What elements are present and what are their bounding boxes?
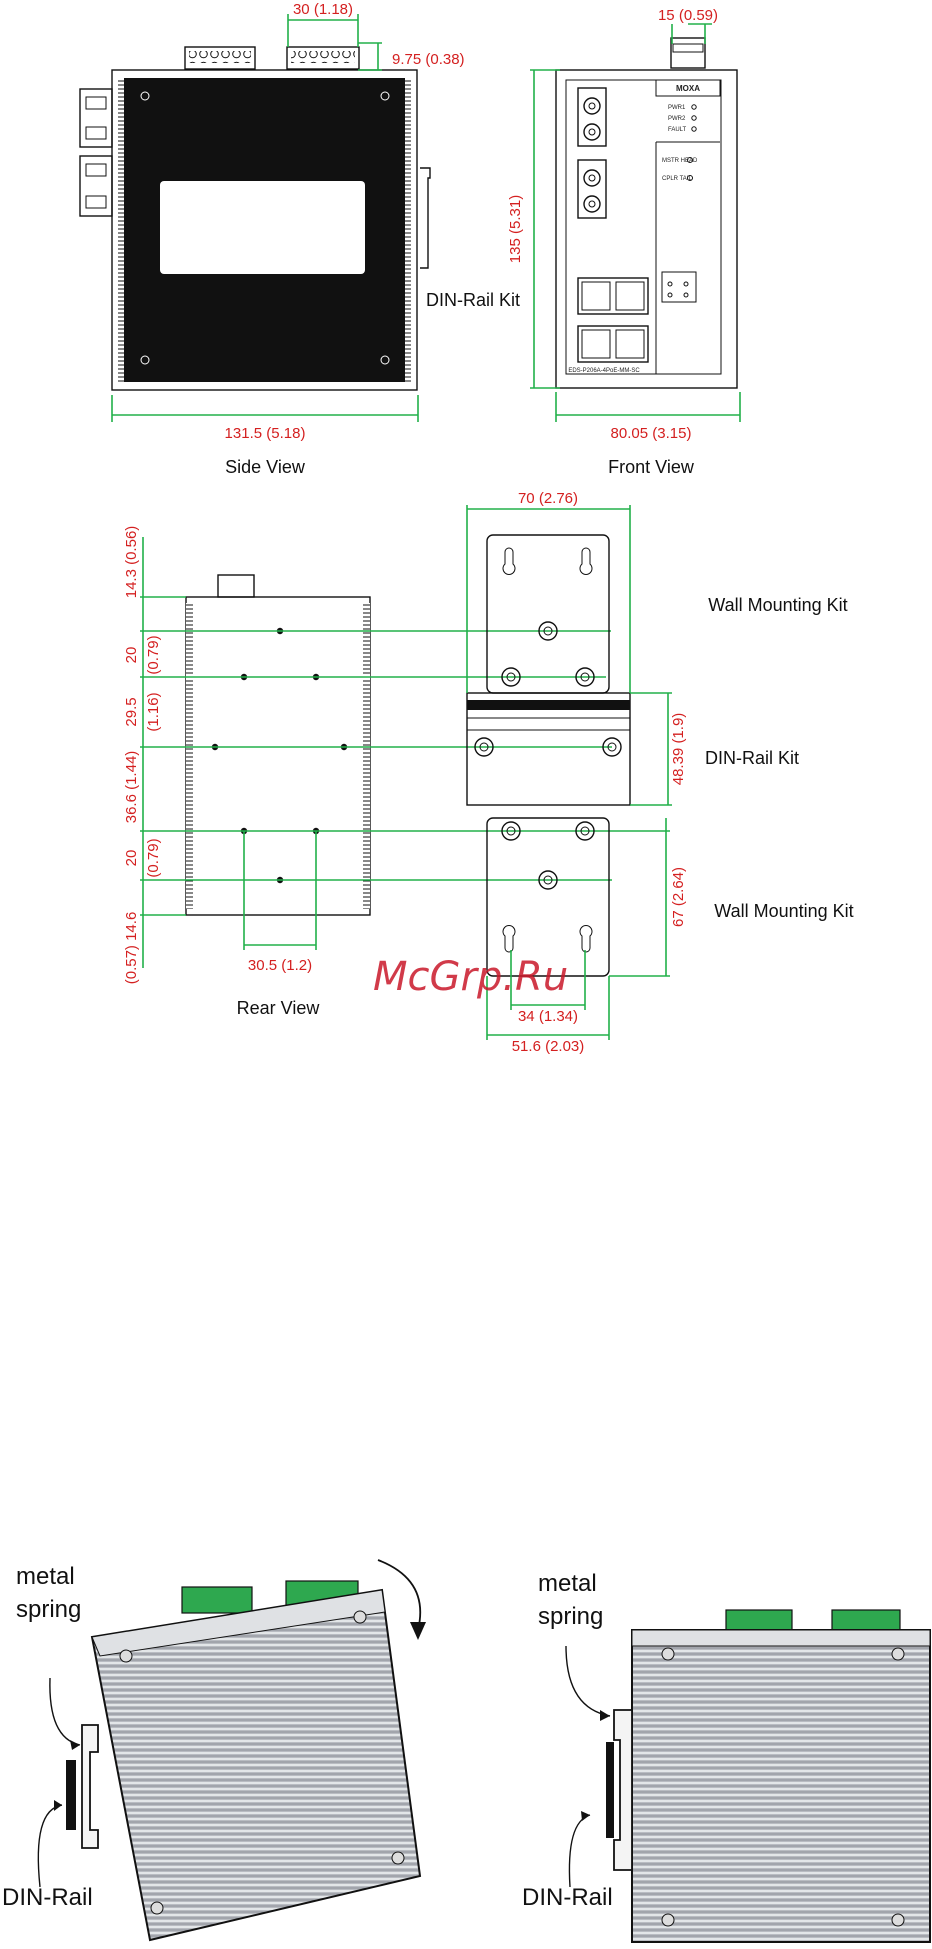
dim-front-height: 135 (5.31) [507,195,524,263]
dim-rear-v6: (0.57) 14.6 [123,912,140,985]
label-din-rail-kit-kits: DIN-Rail Kit [705,748,799,768]
label-metal-left-2: spring [16,1596,81,1623]
din-rail-kit [466,692,631,806]
dim-wall-width: 70 (2.76) [518,490,578,507]
label-side-view: Side View [225,457,306,477]
label-metal-right-2: spring [538,1603,603,1630]
front-panel [555,69,738,389]
svg-text:MSTR HEAD: MSTR HEAD [662,158,698,164]
dim-terminal-height: 9.75 (0.38) [392,51,465,68]
svg-text:CPLR TAIL: CPLR TAIL [662,176,692,182]
front-model: EDS-P206A-4PoE-MM-SC [568,368,640,374]
dim-rear-v2a: 20 [123,647,140,664]
terminal-right-2 [831,1609,901,1631]
label-front-view: Front View [608,457,695,477]
din-rail-clip [420,167,431,269]
mounting-kits: 70 (2.76) Wall Mounting Kit DIN-Rail Kit… [466,490,854,1055]
dim-rear-v5b: (0.79) [145,838,162,877]
label-wall-mounting-kit-1: Wall Mounting Kit [708,595,847,615]
terminal-left-1 [181,1586,253,1614]
dim-rear-v3b: (1.16) [145,692,162,731]
front-brand: MOXA [676,84,700,93]
front-view: MOXA PWR1 PWR2 FAULT MSTR HEAD CPLR TAIL… [507,7,741,477]
svg-text:PWR2: PWR2 [668,116,686,122]
din-rail-right [613,1709,633,1871]
wall-kit-bottom [486,817,610,977]
dim-rear-v3a: 29.5 [123,697,140,726]
label-din-rail-right: DIN-Rail [522,1884,613,1911]
rotate-arrow [377,1559,422,1631]
dim-front-top: 15 (0.59) [658,7,718,24]
dim-front-width: 80.05 (3.15) [611,425,692,442]
label-din-rail-kit-top: DIN-Rail Kit [426,290,520,310]
dim-bottom-hole: 34 (1.34) [518,1008,578,1025]
dim-rear-v1: 14.3 (0.56) [123,526,140,599]
fiber-connector-bottom [79,155,113,217]
dim-side-width: 131.5 (5.18) [225,425,306,442]
fiber-port-2 [577,159,607,219]
svg-text:PWR1: PWR1 [668,105,686,111]
rear-panel [185,596,371,916]
label-din-rail-left: DIN-Rail [2,1884,93,1911]
label-metal-left-1: metal [16,1563,75,1590]
rear-view: 14.3 (0.56) 20 (0.79) 29.5 (1.16) 36.6 (… [123,526,670,1018]
din-rail-left [81,1724,99,1849]
fiber-connector-top [79,88,113,148]
side-view: 30 (1.18) 9.75 (0.38) 131.5 (5.18) DIN-R… [79,1,520,477]
dim-wall-height: 67 (2.64) [670,867,687,927]
install-right: metal spring DIN-Rail [522,1570,931,1943]
switch-mounted [631,1629,931,1943]
dim-terminal-width: 30 (1.18) [293,1,353,18]
terminal-right-1 [725,1609,793,1631]
dim-bottom-width: 51.6 (2.03) [512,1038,585,1055]
terminal-block-right [286,46,360,70]
label-wall-mounting-kit-2: Wall Mounting Kit [714,901,853,921]
side-label-window [160,181,365,274]
dim-hole-spacing: 30.5 (1.2) [248,957,312,974]
terminal-block-left [184,46,256,70]
svg-text:FAULT: FAULT [668,127,687,133]
fiber-port-1 [577,87,607,147]
label-rear-view: Rear View [237,998,321,1018]
dim-rear-v5a: 20 [123,850,140,867]
label-metal-right-1: metal [538,1570,597,1597]
watermark: McGrp.Ru [373,954,568,1000]
dim-din-rail-height: 48.39 (1.9) [670,713,687,786]
install-left: metal spring DIN-Rail [2,1559,426,1942]
dim-rear-v2b: (0.79) [145,635,162,674]
dim-rear-v4: 36.6 (1.44) [123,751,140,824]
